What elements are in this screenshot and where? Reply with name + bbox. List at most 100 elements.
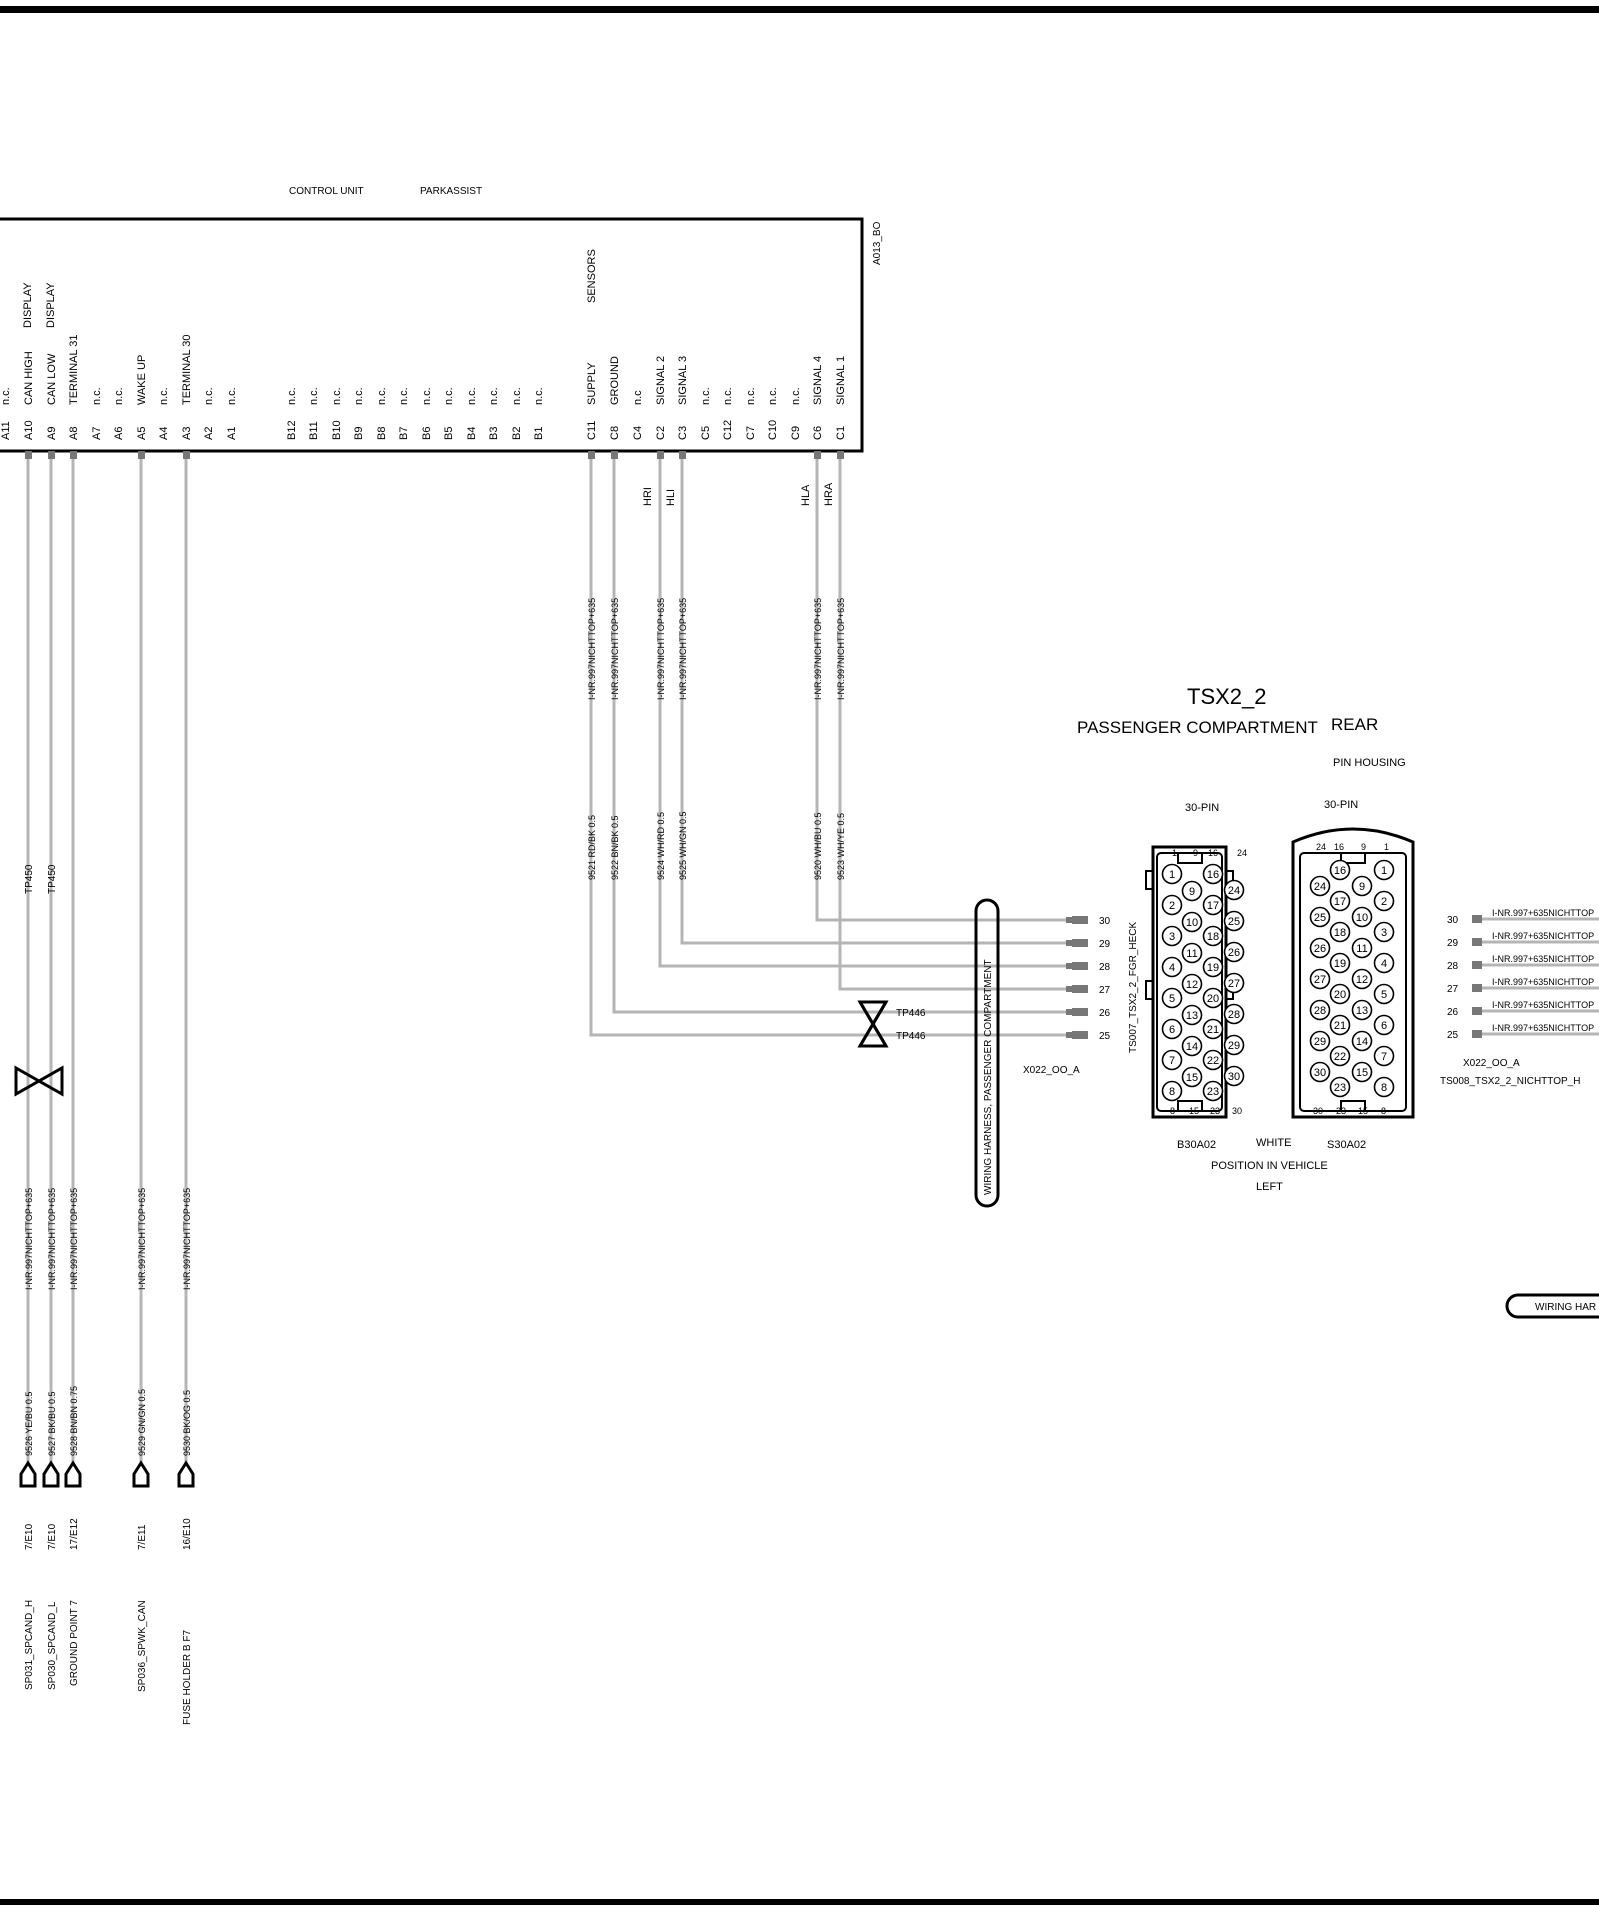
svg-text:28: 28 bbox=[1314, 1005, 1326, 1017]
wire-end-symbol-4 bbox=[177, 1460, 195, 1488]
right-pin-10: 10 bbox=[1351, 906, 1373, 928]
position-in-vehicle-value: LEFT bbox=[1256, 1181, 1283, 1193]
cu-pin-b6: B6 bbox=[421, 427, 433, 440]
left-terminal-28 bbox=[1072, 962, 1088, 970]
left-pin-17: 17 bbox=[1202, 894, 1224, 916]
svg-text:14: 14 bbox=[1186, 1041, 1198, 1053]
cu-pin-b9: B9 bbox=[353, 427, 365, 440]
right-pins-count: 30-PIN bbox=[1324, 799, 1358, 811]
right-pin-16: 16 bbox=[1329, 859, 1351, 881]
left-terminal-number-29: 29 bbox=[1099, 939, 1111, 950]
housing-color: WHITE bbox=[1256, 1137, 1291, 1149]
left-top-num-3: 24 bbox=[1237, 848, 1247, 858]
harness-label: WIRING HARNESS, PASSENGER COMPARTMENT bbox=[983, 959, 994, 1195]
pin-stub-c2 bbox=[657, 451, 664, 459]
svg-text:16: 16 bbox=[1334, 865, 1346, 877]
left-wire-code-a8: I-NR.997NICHTTOP+635 bbox=[69, 1188, 79, 1290]
cu-pin-func-b5: n.c. bbox=[443, 387, 455, 405]
left-wire-id-a10: 9526 YE/BU 0.5 bbox=[24, 1392, 34, 1456]
cu-pin-func-b1: n.c. bbox=[533, 387, 545, 405]
left-terminal-tip-26 bbox=[1066, 1009, 1072, 1015]
right-pin-22: 22 bbox=[1329, 1045, 1351, 1067]
svg-text:5: 5 bbox=[1169, 993, 1175, 1005]
sensor-label-hli: HLI bbox=[665, 489, 677, 506]
right-bot-num-0: 30 bbox=[1313, 1106, 1323, 1116]
cu-pin-a10: A10 bbox=[23, 420, 35, 440]
cu-pin-c2: C2 bbox=[655, 426, 667, 440]
svg-text:25: 25 bbox=[1228, 916, 1240, 928]
tp446-label-1: TP446 bbox=[896, 1008, 926, 1019]
top-wires bbox=[588, 451, 1070, 1037]
right-pin-8: 8 bbox=[1373, 1076, 1395, 1098]
svg-text:23: 23 bbox=[1334, 1082, 1346, 1094]
cu-pin-func-c3: SIGNAL 3 bbox=[677, 356, 689, 405]
left-bot-num-1: 15 bbox=[1189, 1106, 1199, 1116]
left-pin-16: 16 bbox=[1202, 863, 1224, 885]
left-pin-23: 23 bbox=[1202, 1080, 1224, 1102]
left-pin-27: 27 bbox=[1223, 972, 1245, 994]
svg-text:27: 27 bbox=[1228, 978, 1240, 990]
svg-text:17: 17 bbox=[1334, 896, 1346, 908]
cu-pin-c9: C9 bbox=[790, 426, 802, 440]
svg-text:15: 15 bbox=[1186, 1072, 1198, 1084]
svg-text:11: 11 bbox=[1356, 943, 1367, 955]
cu-pin-func-c12: n.c. bbox=[722, 387, 734, 405]
cu-pin-c1: C1 bbox=[835, 426, 847, 440]
connector-side-label: TS007_TSX2_2_FGR_HECK bbox=[1128, 921, 1139, 1053]
left-dest-a9: SP030_SPCAND_L bbox=[47, 1601, 58, 1690]
cu-pin-func-c7: n.c. bbox=[745, 387, 757, 405]
right-terminal-number-30: 30 bbox=[1447, 915, 1459, 926]
tp450-label-a9: TP450 bbox=[47, 864, 58, 894]
svg-text:11: 11 bbox=[1186, 948, 1197, 960]
cu-pin-func-a10: CAN HIGH bbox=[23, 351, 35, 405]
right-terminal-number-26: 26 bbox=[1447, 1007, 1459, 1018]
right-pin-6: 6 bbox=[1373, 1014, 1395, 1036]
left-pin-4: 4 bbox=[1161, 956, 1183, 978]
right-pin-housing-pins: 2425262728293016171819202122239101112131… bbox=[1309, 859, 1395, 1098]
cu-pin-func-c5: n.c. bbox=[700, 387, 712, 405]
left-pin-22: 22 bbox=[1202, 1049, 1224, 1071]
cu-pin-b11: B11 bbox=[308, 421, 320, 440]
right-pin-12: 12 bbox=[1351, 968, 1373, 990]
left-pin-18: 18 bbox=[1202, 925, 1224, 947]
right-pin-26: 26 bbox=[1309, 937, 1331, 959]
cu-pin-b5: B5 bbox=[443, 427, 455, 440]
cu-pin-func-a1: n.c. bbox=[226, 387, 238, 405]
cu-pin-func-a4: n.c. bbox=[158, 387, 170, 405]
right-pin-1: 1 bbox=[1373, 859, 1395, 881]
cu-pin-a1: A1 bbox=[226, 427, 238, 440]
svg-text:12: 12 bbox=[1186, 979, 1198, 991]
svg-text:6: 6 bbox=[1381, 1020, 1387, 1032]
cu-pin-func-a11: n.c. bbox=[0, 387, 12, 405]
cu-pin-c12: C12 bbox=[722, 420, 734, 440]
right-terminal-number-28: 28 bbox=[1447, 961, 1459, 972]
control-unit-id: A013_BO bbox=[872, 221, 883, 265]
right-terminal-26 bbox=[1472, 1007, 1482, 1015]
left-wire-id-a5: 9529 GN/GN 0.5 bbox=[137, 1389, 147, 1456]
wire-code-c6: I-NR.997NICHTTOP+635 bbox=[813, 598, 823, 700]
left-pin-10: 10 bbox=[1181, 911, 1203, 933]
pin-stub-a8 bbox=[70, 451, 77, 459]
svg-text:2: 2 bbox=[1381, 896, 1387, 908]
right-part-number: S30A02 bbox=[1327, 1139, 1366, 1151]
wire-code-c11: I-NR.997NICHTTOP+635 bbox=[587, 598, 597, 700]
left-pin-19: 19 bbox=[1202, 956, 1224, 978]
wire-code-c8: I-NR.997NICHTTOP+635 bbox=[610, 598, 620, 700]
left-terminal-26 bbox=[1072, 1008, 1088, 1016]
wire-c3 bbox=[680, 453, 1070, 945]
right-top-num-0: 24 bbox=[1316, 842, 1326, 852]
right-pin-13: 13 bbox=[1351, 999, 1373, 1021]
svg-text:26: 26 bbox=[1228, 947, 1240, 959]
wire-end-symbol-2 bbox=[64, 1460, 82, 1488]
cu-pin-func-b7: n.c. bbox=[398, 387, 410, 405]
harness-right-label: WIRING HAR bbox=[1535, 1302, 1596, 1313]
right-top-num-2: 9 bbox=[1361, 842, 1366, 852]
svg-text:1: 1 bbox=[1381, 865, 1387, 877]
left-pin-11: 11 bbox=[1181, 942, 1203, 964]
cu-pin-func-a5: WAKE UP bbox=[136, 355, 148, 405]
left-wire-code-a9: I-NR.997NICHTTOP+635 bbox=[47, 1188, 57, 1290]
right-pin-18: 18 bbox=[1329, 921, 1351, 943]
right-terminal-number-27: 27 bbox=[1447, 984, 1459, 995]
right-pin-14: 14 bbox=[1351, 1030, 1373, 1052]
